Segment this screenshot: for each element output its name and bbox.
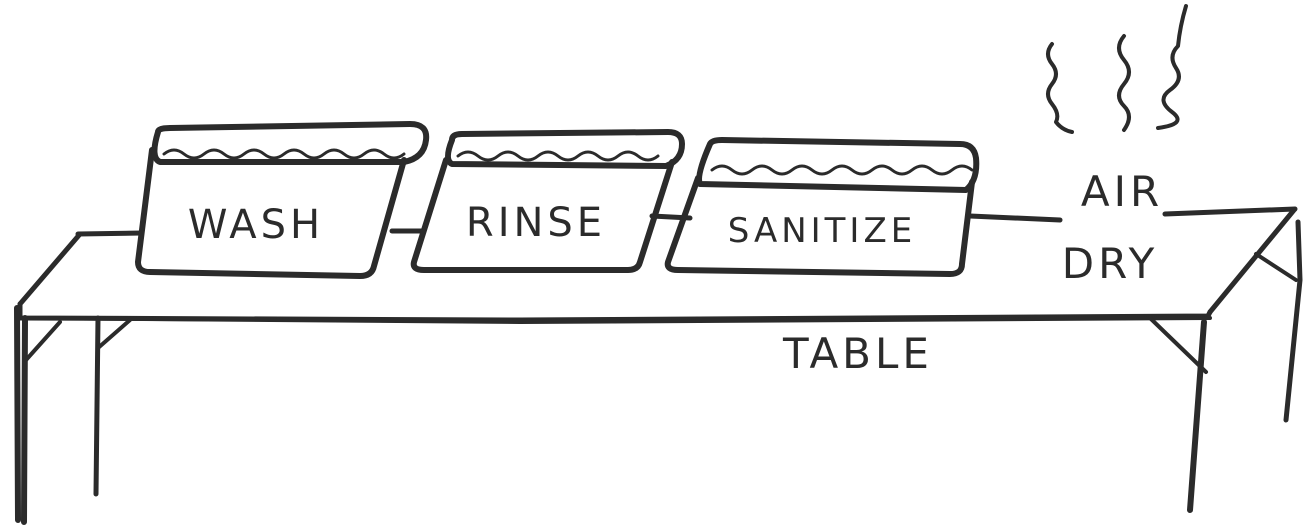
- sanitize-basin: SANITIZE: [668, 140, 977, 274]
- wash-label: WASH: [188, 202, 324, 248]
- table-brace-right: [1150, 254, 1296, 372]
- wash-basin-water: [164, 150, 404, 158]
- table-leg-front-right: [1190, 322, 1204, 510]
- table-leg-back-right: [1286, 222, 1300, 420]
- sanitize-label: SANITIZE: [728, 211, 917, 251]
- steam-icon: [1048, 6, 1186, 132]
- sanitize-basin-rim: [699, 140, 976, 190]
- wash-basin: WASH: [138, 124, 426, 276]
- table-back-edge-left: [78, 233, 142, 234]
- table-label: TABLE: [782, 329, 933, 378]
- rinse-basin: RINSE: [414, 132, 682, 270]
- rinse-basin-water: [458, 152, 658, 160]
- table-left-side: [20, 234, 80, 304]
- sanitize-basin-water: [712, 166, 972, 174]
- air-dry-label-line2: DRY: [1062, 239, 1159, 288]
- air-dry-label-line1: AIR: [1081, 167, 1163, 216]
- table-right-side: [1210, 210, 1294, 312]
- table-brace-left: [26, 320, 130, 360]
- table-leg-front-left: [17, 308, 25, 522]
- rinse-label: RINSE: [466, 200, 606, 246]
- air-dry: AIR DRY: [1048, 6, 1186, 288]
- table-leg-back-left: [96, 318, 98, 494]
